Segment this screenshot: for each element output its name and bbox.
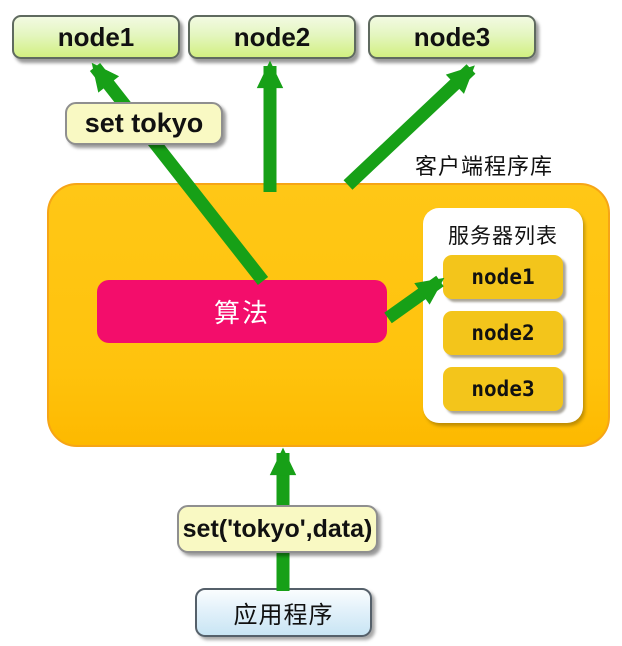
algorithm-box: 算法 — [97, 280, 387, 343]
top-node-node1: node1 — [12, 15, 180, 59]
server-list-title: 服务器列表 — [448, 225, 558, 248]
algorithm-label: 算法 — [213, 298, 270, 328]
set-call-text: set('tokyo',data) — [182, 514, 373, 543]
application-box: 应用程序 — [195, 588, 372, 637]
set-tokyo-text: set tokyo — [84, 108, 204, 138]
top-node-label: node2 — [233, 21, 311, 52]
top-node-label: node3 — [413, 21, 491, 52]
server-list-item-label: node2 — [471, 321, 535, 345]
server-list-item-node2: node2 — [443, 311, 563, 355]
client-library-title: 客户端程序库 — [415, 154, 554, 179]
server-list-item-node3: node3 — [443, 367, 563, 411]
top-node-label: node1 — [57, 21, 135, 52]
application-label: 应用程序 — [233, 602, 334, 629]
set-call-label: set('tokyo',data) — [177, 505, 378, 553]
set-tokyo-label: set tokyo — [65, 102, 223, 145]
server-list-item-node1: node1 — [443, 255, 563, 299]
server-list-panel: 服务器列表 node1 node2 node3 — [423, 208, 583, 423]
top-node-node2: node2 — [188, 15, 356, 59]
server-list-item-label: node1 — [471, 265, 535, 289]
top-node-node3: node3 — [368, 15, 536, 59]
server-list-item-label: node3 — [471, 377, 535, 401]
